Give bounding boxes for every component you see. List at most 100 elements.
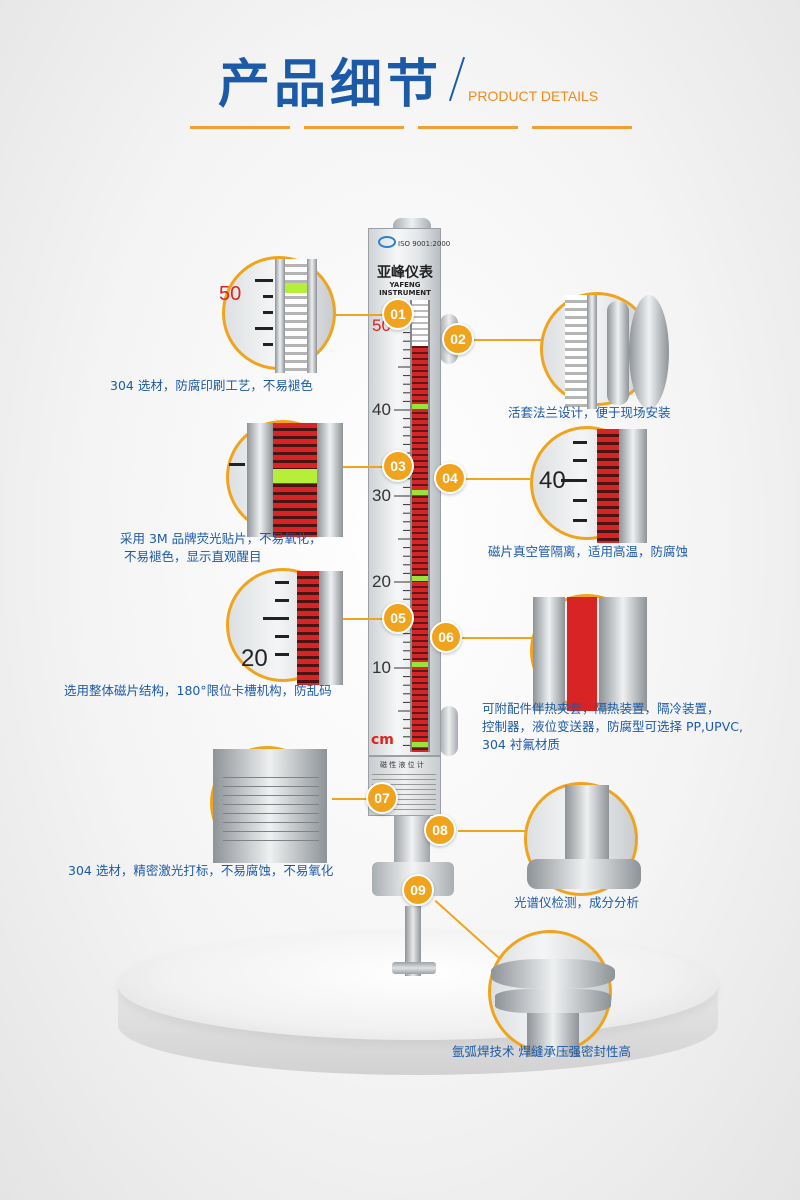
zoom-tube [297, 571, 319, 685]
zoom-tick [275, 599, 289, 602]
zoom-tick [263, 343, 273, 346]
scale-label-20: 20 [372, 572, 391, 591]
zoom-scale-number: 20 [241, 645, 268, 672]
zoom-tick [275, 581, 289, 584]
zoom-tick [263, 295, 273, 298]
caption-03-line2: 不易褪色，显示直观醒目 [124, 549, 262, 564]
zoom-tick [275, 653, 289, 656]
zoom-tick [229, 463, 245, 466]
scale-ticks [394, 323, 410, 746]
fluorescent-mark [412, 662, 428, 667]
caption-08: 光谱仪检测，成分分析 [514, 895, 640, 910]
caption-03-line1: 采用 3M 品牌荧光贴片，不易氧化， [120, 531, 322, 546]
page-subtitle: PRODUCT DETAILS [468, 88, 599, 104]
zoom-fluorescent-mark [285, 283, 307, 293]
zoom-fluorescent-mark [273, 469, 317, 483]
leader-07 [332, 798, 382, 800]
leader-08 [458, 830, 532, 832]
iso-label: ISO 9001:2000 [398, 240, 451, 248]
zoom-flange-plate [629, 295, 669, 409]
zoom-tick [275, 635, 289, 638]
zoom-detail-05: 20 [226, 568, 343, 685]
caption-06-line2: 控制器，液位变送器，防腐型可选择 PP,UPVC, [482, 719, 743, 734]
zoom-tube-frame [307, 259, 317, 373]
zoom-tube [565, 295, 587, 409]
caption-02: 活套法兰设计，便于现场安装 [508, 405, 671, 420]
fluorescent-mark [412, 404, 428, 409]
zoom-tick [255, 327, 273, 330]
marker-09: 09 [402, 874, 434, 906]
marker-01: 01 [382, 298, 414, 330]
zoom-tube-frame [247, 423, 273, 537]
brand-name-cn: 亚峰仪表 [377, 265, 433, 281]
zoom-tube-frame [317, 423, 343, 537]
caption-04: 磁片真空管隔离，适用高温，防腐蚀 [488, 544, 689, 559]
zoom-detail-03 [226, 420, 343, 537]
zoom-tube [285, 259, 307, 373]
zoom-tube-frame [275, 259, 285, 373]
zoom-tick [255, 279, 273, 282]
header-rule-1 [190, 126, 290, 129]
caption-07: 304 选材，精密激光打标，不易腐蚀，不易氧化 [68, 863, 334, 878]
marker-07: 07 [366, 782, 398, 814]
header-rule-2 [304, 126, 404, 129]
fluorescent-mark [412, 490, 428, 495]
zoom-tick [573, 441, 587, 444]
drain-valve [405, 906, 421, 976]
fluorescent-mark [412, 742, 428, 747]
zoom-detail-06 [530, 594, 647, 711]
zoom-pipe [527, 1013, 579, 1057]
zoom-detail-01: 50 [219, 256, 336, 373]
zoom-flange [491, 959, 615, 989]
zoom-detail-09 [488, 930, 615, 1057]
zoom-detail-04: 40 [530, 426, 647, 543]
header-rule-3 [418, 126, 518, 129]
marker-03: 03 [382, 450, 414, 482]
caption-01: 304 选材，防腐印刷工艺，不易褪色 [110, 378, 313, 393]
marker-06: 06 [430, 621, 462, 653]
zoom-tube [597, 429, 619, 543]
zoom-tick [263, 311, 273, 314]
brand-name-en: YAFENG INSTRUMENT [379, 281, 431, 297]
scale-label-40: 40 [372, 400, 391, 419]
nameplate-title: 磁 性 液 位 计 [380, 761, 424, 769]
leader-06 [462, 637, 532, 639]
scale-label-30: 30 [372, 486, 391, 505]
leader-04 [466, 478, 530, 480]
zoom-tick [573, 459, 587, 462]
marker-05: 05 [382, 602, 414, 634]
zoom-flange [495, 989, 611, 1013]
zoom-jacket [533, 597, 565, 711]
page-title: 产品细节 [218, 55, 443, 115]
marker-04: 04 [434, 462, 466, 494]
caption-05: 选用整体磁片结构，180°限位卡槽机构，防乱码 [64, 683, 332, 698]
indicator-tube-empty [410, 300, 430, 346]
brand-logo-icon [378, 236, 396, 248]
caption-06-line3: 304 衬氟材质 [482, 737, 560, 752]
zoom-jacket [599, 597, 647, 711]
zoom-tick [263, 617, 289, 620]
zoom-scale-number: 50 [219, 283, 242, 305]
caption-06-line1: 可附配件伴热夹套，隔热装置，隔冷装置， [482, 701, 720, 716]
title-divider [448, 56, 466, 102]
caption-09: 氩弧焊技术 焊缝承压强密封性高 [452, 1044, 631, 1059]
marker-02: 02 [442, 323, 474, 355]
zoom-nameplate-lines [223, 769, 319, 849]
zoom-tube [567, 597, 597, 711]
zoom-pipe [565, 785, 609, 865]
valve-handle [392, 962, 436, 974]
marker-08: 08 [424, 814, 456, 846]
leader-01 [328, 314, 384, 316]
leader-02 [474, 339, 544, 341]
zoom-tick [573, 499, 587, 502]
header-rule-4 [532, 126, 632, 129]
unit-label: cm [371, 732, 394, 748]
scale-label-10: 10 [372, 658, 391, 677]
zoom-tick [573, 519, 587, 522]
zoom-detail-08 [524, 782, 641, 896]
zoom-tube-frame [319, 571, 343, 685]
zoom-tick [561, 479, 587, 482]
leader-05 [334, 618, 384, 620]
zoom-flange [527, 859, 641, 889]
zoom-tube-frame [619, 429, 647, 543]
